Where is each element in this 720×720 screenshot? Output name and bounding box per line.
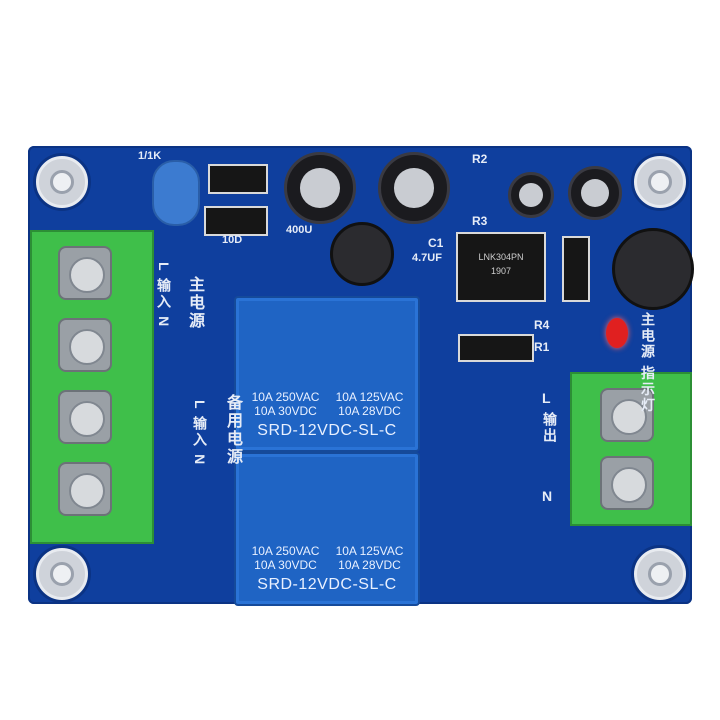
relay-backup: 10A 250VAC 10A 30VDC 10A 125VAC 10A 28VD… xyxy=(234,452,420,606)
y-capacitor xyxy=(152,160,200,226)
label-r3: R3 xyxy=(472,214,488,228)
smd-diode xyxy=(562,236,590,302)
smd-diode xyxy=(458,334,534,362)
ic-chip: LNK304PN 1907 xyxy=(456,232,546,302)
mounting-hole xyxy=(634,548,686,600)
relay-spec-right: 10A 125VAC 10A 28VDC xyxy=(335,544,404,572)
electrolytic-capacitor xyxy=(284,152,356,224)
terminal-screw[interactable] xyxy=(58,390,112,444)
label-output-n: N xyxy=(542,488,553,504)
label-c1: C1 xyxy=(428,236,444,250)
inductor xyxy=(612,228,694,310)
label-backup-power: 备用电源 xyxy=(224,394,241,466)
label-d10: 10D xyxy=(222,234,243,246)
relay-spec-left: 10A 250VAC 10A 30VDC xyxy=(251,390,320,418)
relay-spec-left: 10A 250VAC 10A 30VDC xyxy=(251,544,320,572)
label-main-power: 主电源 xyxy=(186,276,203,330)
smd-diode xyxy=(208,164,268,194)
relay-model: SRD-12VDC-SL-C xyxy=(257,422,397,439)
terminal-screw[interactable] xyxy=(600,388,654,442)
terminal-screw[interactable] xyxy=(58,462,112,516)
relay-main: 10A 250VAC 10A 30VDC 10A 125VAC 10A 28VD… xyxy=(234,296,420,452)
smd-diode xyxy=(204,206,268,236)
electrolytic-capacitor xyxy=(378,152,450,224)
label-r4: R4 xyxy=(534,318,550,332)
mounting-hole xyxy=(36,156,88,208)
label-input-main: L 输入 N xyxy=(156,262,172,329)
terminal-screw[interactable] xyxy=(600,456,654,510)
label-output-l: L xyxy=(542,390,551,406)
terminal-screw[interactable] xyxy=(58,246,112,300)
terminal-screw[interactable] xyxy=(58,318,112,372)
relay-spec-right: 10A 125VAC 10A 28VDC xyxy=(335,390,404,418)
mounting-hole xyxy=(36,548,88,600)
relay-model: SRD-12VDC-SL-C xyxy=(257,576,397,593)
label-res-1k: 1/1K xyxy=(138,150,162,162)
label-r2: R2 xyxy=(472,152,488,166)
electrolytic-capacitor xyxy=(568,166,622,220)
label-main-indicator: 主电源 指示灯 xyxy=(640,312,656,414)
electrolytic-capacitor xyxy=(508,172,554,218)
label-r1: R1 xyxy=(534,340,550,354)
label-output: 输出 xyxy=(542,412,558,444)
label-cap-value: 4.7UF xyxy=(412,252,442,264)
label-cap-400: 400U xyxy=(286,224,313,236)
inductor xyxy=(330,222,394,286)
indicator-led xyxy=(606,318,628,348)
label-input-backup: L 输入 N xyxy=(192,400,208,467)
mounting-hole xyxy=(634,156,686,208)
